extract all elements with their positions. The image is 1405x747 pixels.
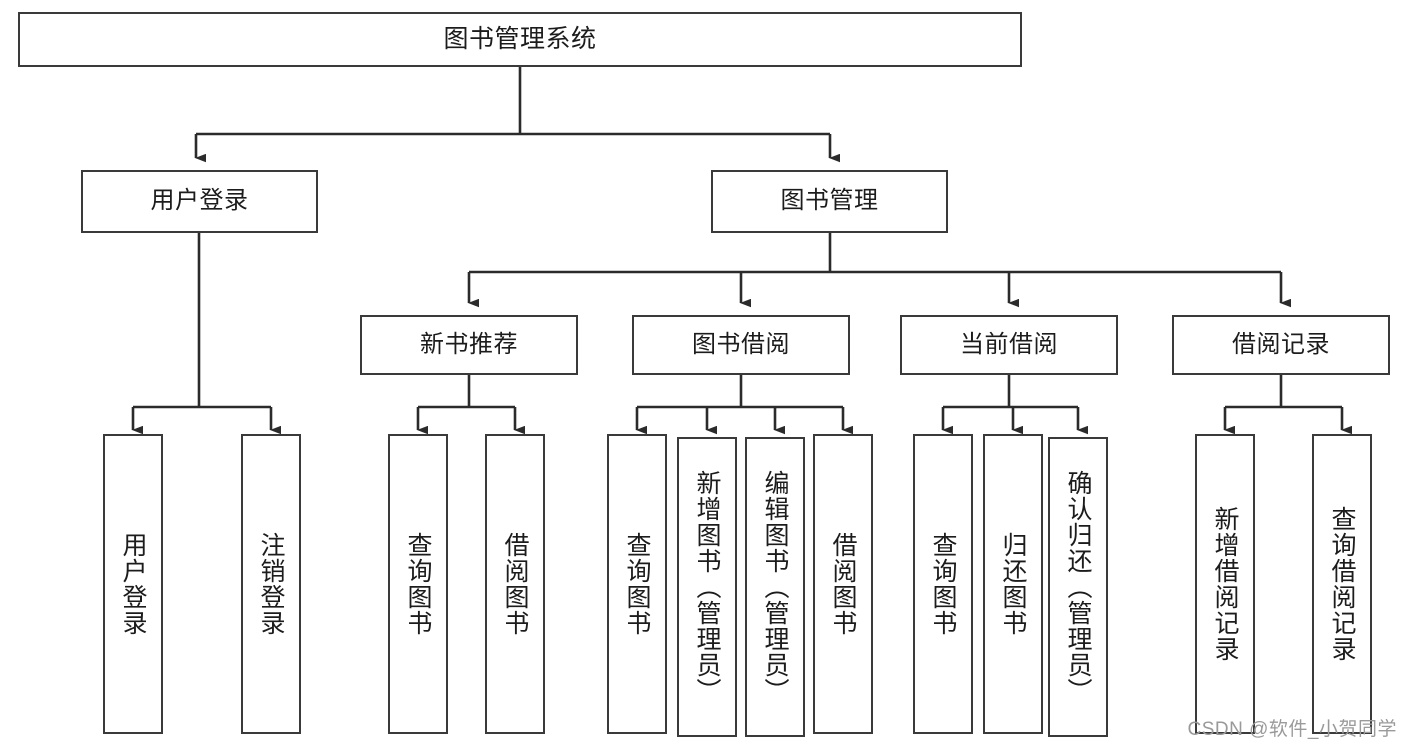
node-label: 借阅记录 [1232,330,1330,358]
node-current-borrow[interactable]: 当前借阅 [900,315,1118,375]
leaf-user-login[interactable]: 用户登录 [103,434,163,734]
node-label: 借阅图书 [501,532,529,636]
leaf-query-book-3[interactable]: 查询图书 [913,434,973,734]
node-label: 借阅图书 [829,532,857,636]
node-new-book-recommend[interactable]: 新书推荐 [360,315,578,375]
leaf-query-book-2[interactable]: 查询图书 [607,434,667,734]
node-book-borrow[interactable]: 图书借阅 [632,315,850,375]
leaf-confirm-return-admin[interactable]: 确认归还（管理员） [1048,437,1108,737]
leaf-add-book-admin[interactable]: 新增图书（管理员） [677,437,737,737]
leaf-borrow-book-1[interactable]: 借阅图书 [485,434,545,734]
node-label: 查询图书 [929,532,957,636]
leaf-edit-book-admin[interactable]: 编辑图书（管理员） [745,437,805,737]
node-book-management[interactable]: 图书管理 [711,170,948,233]
node-label: 新书推荐 [420,330,518,358]
leaf-add-borrow-record[interactable]: 新增借阅记录 [1195,434,1255,734]
node-label: 新增借阅记录 [1211,506,1239,662]
node-label: 图书管理系统 [443,24,597,53]
leaf-return-book[interactable]: 归还图书 [983,434,1043,734]
node-label: 用户登录 [119,532,147,636]
leaf-borrow-book-2[interactable]: 借阅图书 [813,434,873,734]
leaf-query-borrow-record[interactable]: 查询借阅记录 [1312,434,1372,734]
node-label: 图书借阅 [692,330,790,358]
node-label: 新增图书（管理员） [693,470,721,704]
node-label: 查询图书 [404,532,432,636]
node-label: 当前借阅 [960,330,1058,358]
node-user-login[interactable]: 用户登录 [81,170,318,233]
node-borrow-record[interactable]: 借阅记录 [1172,315,1390,375]
node-root-system[interactable]: 图书管理系统 [18,12,1022,67]
node-label: 注销登录 [257,532,285,636]
node-label: 编辑图书（管理员） [761,470,789,704]
node-label: 查询借阅记录 [1328,506,1356,662]
node-label: 归还图书 [999,532,1027,636]
node-label: 图书管理 [780,187,879,215]
leaf-logout-login[interactable]: 注销登录 [241,434,301,734]
node-label: 用户登录 [150,187,249,215]
csdn-watermark: CSDN @软件_小贺同学 [1187,719,1397,740]
leaf-query-book-1[interactable]: 查询图书 [388,434,448,734]
node-label: 查询图书 [623,532,651,636]
node-label: 确认归还（管理员） [1064,470,1092,704]
